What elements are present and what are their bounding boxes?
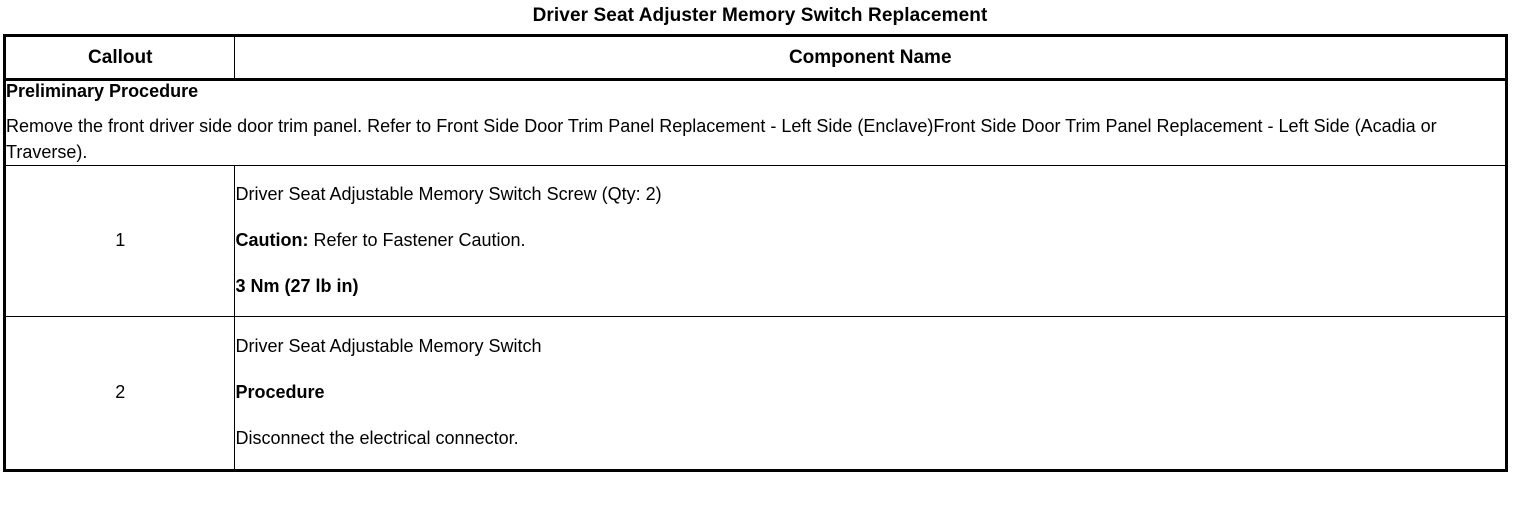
preliminary-procedure-heading: Preliminary Procedure — [6, 81, 199, 101]
callout-number-1: 1 — [3, 164, 236, 317]
table-header-row: Callout Component Name — [3, 35, 1507, 81]
column-header-callout: Callout — [3, 35, 236, 81]
procedure-table: Callout Component Name Preliminary Proce… — [3, 34, 1508, 472]
caution-note-1: Caution: Refer to Fastener Caution. — [235, 230, 1505, 252]
preliminary-procedure-text: Remove the front driver side door trim p… — [6, 115, 1437, 162]
preliminary-procedure-cell: Preliminary Procedure Remove the front d… — [4, 79, 1507, 166]
torque-spec-1: 3 Nm (27 lb in) — [235, 275, 359, 296]
callout-number-2: 2 — [3, 315, 236, 471]
preliminary-procedure-row: Preliminary Procedure Remove the front d… — [4, 79, 1507, 166]
caution-text: Refer to Fastener Caution. — [308, 230, 526, 251]
column-header-component-name: Component Name — [234, 35, 1507, 81]
table-row: 2 Driver Seat Adjustable Memory Switch P… — [3, 315, 1507, 471]
component-name-1: Driver Seat Adjustable Memory Switch Scr… — [235, 184, 662, 205]
caution-label: Caution: — [235, 230, 309, 251]
table-row: 1 Driver Seat Adjustable Memory Switch S… — [3, 164, 1507, 317]
component-cell-2: Driver Seat Adjustable Memory Switch Pro… — [234, 315, 1507, 471]
procedure-label-2: Procedure — [235, 382, 325, 403]
procedure-step-2: Disconnect the electrical connector. — [235, 427, 519, 448]
component-name-2: Driver Seat Adjustable Memory Switch — [235, 336, 542, 357]
page-title: Driver Seat Adjuster Memory Switch Repla… — [532, 5, 988, 26]
component-cell-1: Driver Seat Adjustable Memory Switch Scr… — [234, 164, 1507, 317]
